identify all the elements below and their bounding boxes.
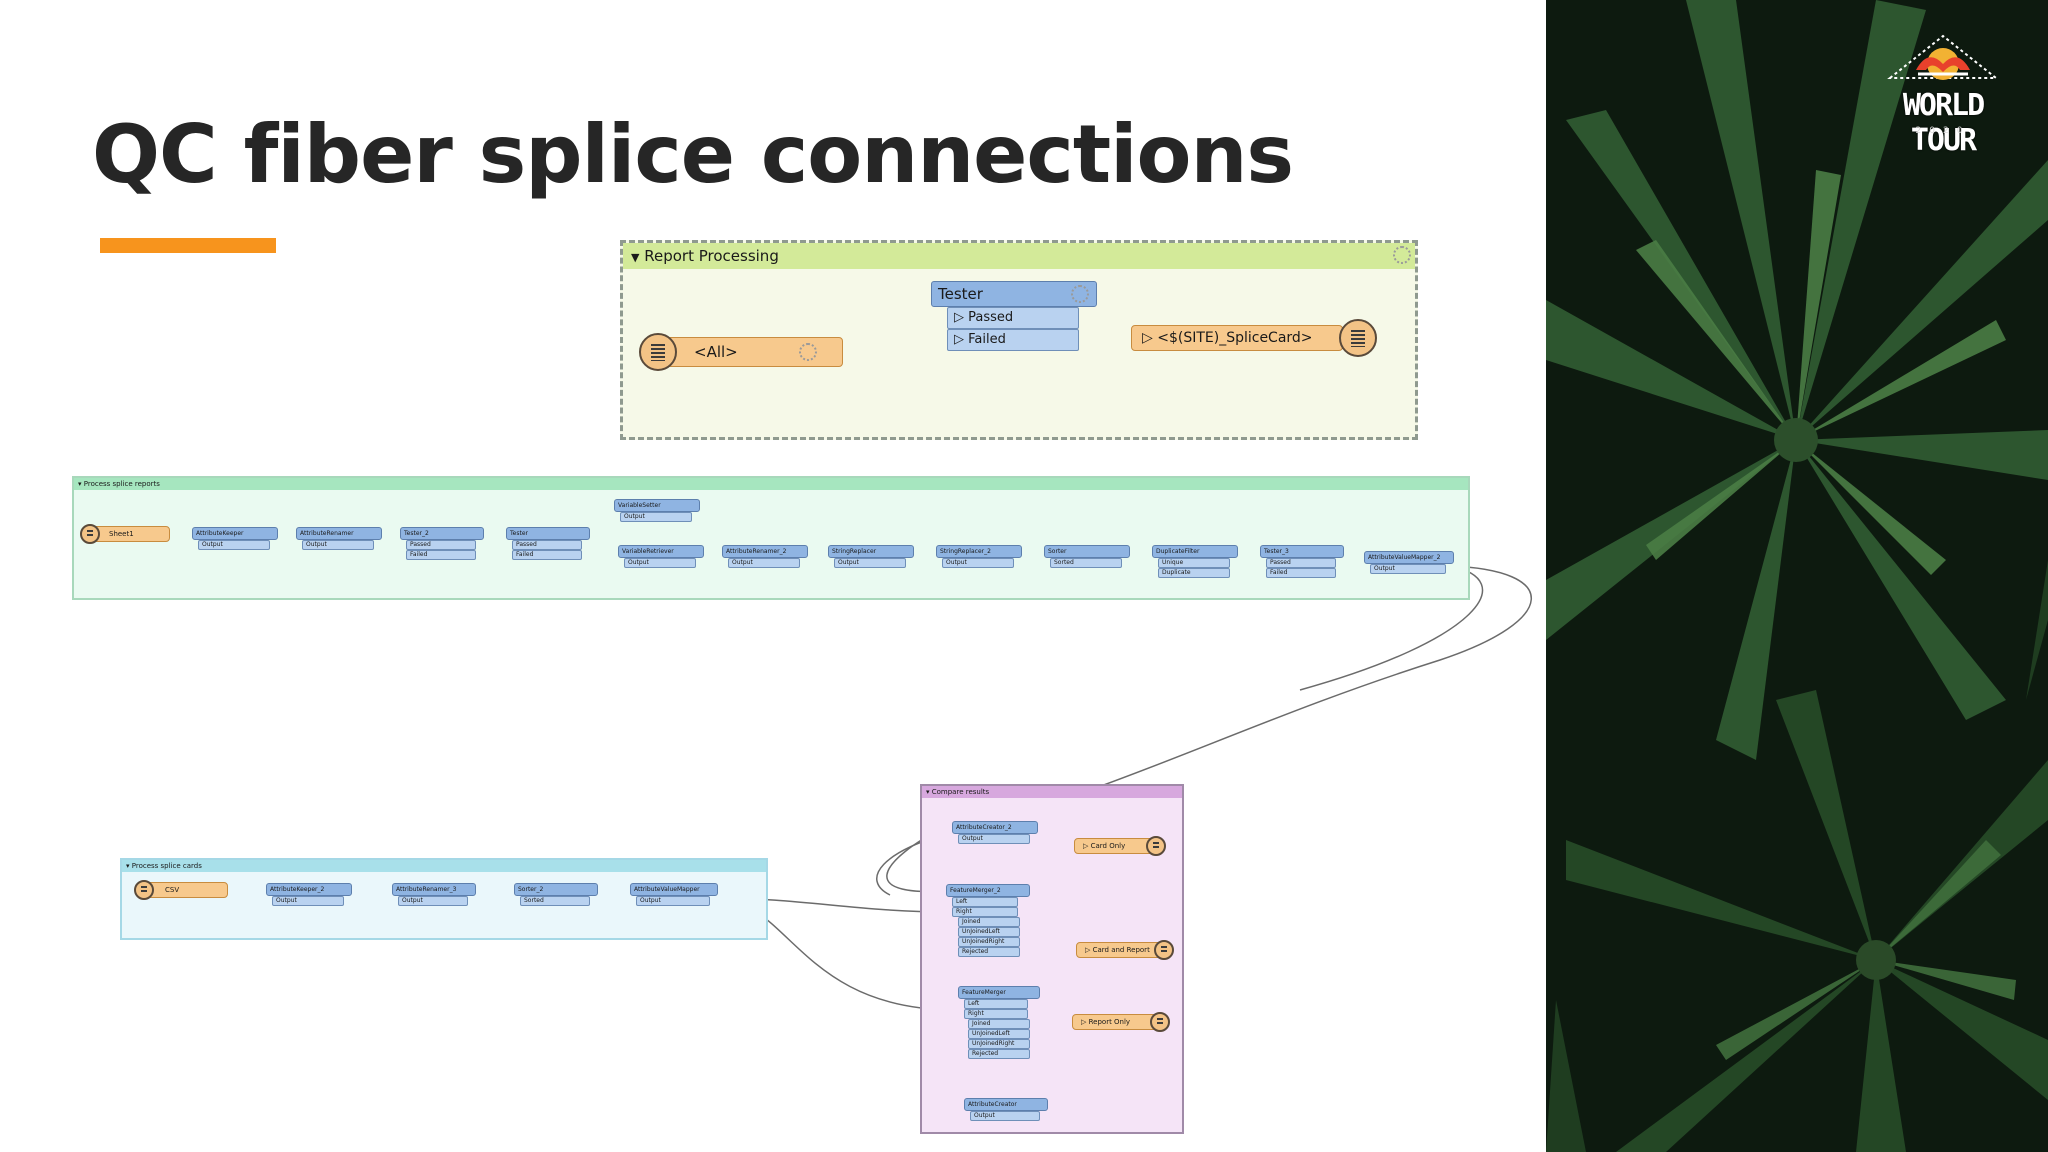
writer-card-only[interactable]: ▷ Card Only	[1074, 838, 1162, 854]
transformer-port[interactable]: Rejected	[968, 1049, 1030, 1059]
database-icon	[1154, 940, 1174, 960]
database-icon	[80, 524, 100, 544]
transformer[interactable]: StringReplacer	[828, 545, 914, 558]
transformer-port[interactable]: Left	[952, 897, 1018, 907]
bookmark-header: ▼ Report Processing	[623, 243, 1415, 269]
transformer-port[interactable]: Output	[624, 558, 696, 568]
logo-year: 2020	[1915, 126, 1971, 136]
transformer[interactable]: DuplicateFilter	[1152, 545, 1238, 558]
transformer[interactable]: AttributeRenamer	[296, 527, 382, 540]
writer-report-only[interactable]: ▷ Report Only	[1072, 1014, 1168, 1030]
transformer-port[interactable]: Right	[964, 1009, 1028, 1019]
database-icon	[1146, 836, 1166, 856]
transformer[interactable]: FeatureMerger	[958, 986, 1040, 999]
port-passed[interactable]: ▷ Passed	[947, 307, 1079, 329]
writer-splice-card[interactable]: ▷ <$(SITE)_SpliceCard>	[1131, 325, 1343, 351]
gear-icon[interactable]	[1393, 246, 1411, 264]
transformer[interactable]: Tester_3	[1260, 545, 1344, 558]
database-icon	[134, 880, 154, 900]
world-tour-logo: WORLD TOUR 2020	[1868, 30, 2018, 158]
transformer-port[interactable]: Output	[398, 896, 468, 906]
transformer-port[interactable]: Left	[964, 999, 1028, 1009]
port-failed[interactable]: ▷ Failed	[947, 329, 1079, 351]
transformer[interactable]: AttributeKeeper_2	[266, 883, 352, 896]
transformer-port[interactable]: Duplicate	[1158, 568, 1230, 578]
gear-icon[interactable]	[1071, 285, 1089, 303]
transformer-port[interactable]: Output	[834, 558, 906, 568]
slide-title: QC fiber splice connections	[92, 108, 1294, 201]
transformer-port[interactable]: Passed	[1266, 558, 1336, 568]
bookmark-title: Process splice cards	[131, 862, 202, 870]
transformer-port[interactable]: Output	[198, 540, 270, 550]
transformer[interactable]: Sorter_2	[514, 883, 598, 896]
database-icon	[1339, 319, 1377, 357]
transformer-port[interactable]: Output	[302, 540, 374, 550]
database-icon	[639, 333, 677, 371]
transformer-tester[interactable]: Tester	[931, 281, 1097, 307]
transformer-port[interactable]: UnJoinedLeft	[968, 1029, 1030, 1039]
plant-leaves-photo-art	[1546, 0, 2048, 1152]
transformer-port[interactable]: UnJoinedRight	[968, 1039, 1030, 1049]
transformer[interactable]: Sorter	[1044, 545, 1130, 558]
transformer[interactable]: VariableSetter	[614, 499, 700, 512]
transformer[interactable]: AttributeRenamer_2	[722, 545, 808, 558]
transformer[interactable]: Tester	[506, 527, 590, 540]
transformer-port[interactable]: Output	[272, 896, 344, 906]
transformer[interactable]: AttributeValueMapper	[630, 883, 718, 896]
transformer-port[interactable]: Right	[952, 907, 1018, 917]
bookmark-process-splice-reports[interactable]: ▾ Process splice reports	[72, 476, 1470, 600]
transformer-port[interactable]: Unique	[1158, 558, 1230, 568]
transformer-port[interactable]: Sorted	[520, 896, 590, 906]
bookmark-title: Report Processing	[644, 247, 779, 265]
transformer[interactable]: Tester_2	[400, 527, 484, 540]
transformer[interactable]: StringReplacer_2	[936, 545, 1022, 558]
transformer-port[interactable]: Failed	[512, 550, 582, 560]
transformer-port[interactable]: Output	[728, 558, 800, 568]
transformer[interactable]: AttributeValueMapper_2	[1364, 551, 1454, 564]
transformer-port[interactable]: Failed	[406, 550, 476, 560]
transformer-port[interactable]: Output	[636, 896, 710, 906]
transformer-port[interactable]: Output	[958, 834, 1030, 844]
world-tour-emblem-icon	[1887, 34, 1999, 80]
transformer-port[interactable]: Rejected	[958, 947, 1020, 957]
logo-text: WORLD TOUR	[1902, 88, 1985, 158]
transformer-port[interactable]: Output	[620, 512, 692, 522]
transformer[interactable]: FeatureMerger_2	[946, 884, 1030, 897]
bookmark-title: Process splice reports	[83, 480, 160, 488]
gear-icon[interactable]	[799, 343, 817, 361]
transformer-port[interactable]: Sorted	[1050, 558, 1122, 568]
bookmark-header: ▾ Process splice reports	[74, 478, 1468, 490]
transformer[interactable]: VariableRetriever	[618, 545, 704, 558]
plant-leaves-photo	[1546, 0, 2048, 1152]
transformer-port[interactable]: Passed	[512, 540, 582, 550]
transformer-port[interactable]: Joined	[968, 1019, 1030, 1029]
transformer-port[interactable]: Failed	[1266, 568, 1336, 578]
title-underline	[100, 238, 276, 253]
database-icon	[1150, 1012, 1170, 1032]
transformer-port[interactable]: Passed	[406, 540, 476, 550]
bookmark-header: ▾ Compare results	[922, 786, 1182, 798]
transformer-port[interactable]: Output	[970, 1111, 1040, 1121]
transformer-port[interactable]: Output	[942, 558, 1014, 568]
transformer[interactable]: AttributeRenamer_3	[392, 883, 476, 896]
bookmark-header: ▾ Process splice cards	[122, 860, 766, 872]
transformer-port[interactable]: UnJoinedLeft	[958, 927, 1020, 937]
transformer-port[interactable]: Joined	[958, 917, 1020, 927]
transformer-port[interactable]: Output	[1370, 564, 1446, 574]
bookmark-title: Compare results	[931, 788, 990, 796]
transformer[interactable]: AttributeKeeper	[192, 527, 278, 540]
transformer[interactable]: AttributeCreator_2	[952, 821, 1038, 834]
transformer-port[interactable]: UnJoinedRight	[958, 937, 1020, 947]
transformer[interactable]: AttributeCreator	[964, 1098, 1048, 1111]
collapse-icon[interactable]: ▼	[631, 251, 640, 264]
bookmark-report-processing[interactable]: ▼ Report Processing <All> Tester ▷ Passe…	[620, 240, 1418, 440]
